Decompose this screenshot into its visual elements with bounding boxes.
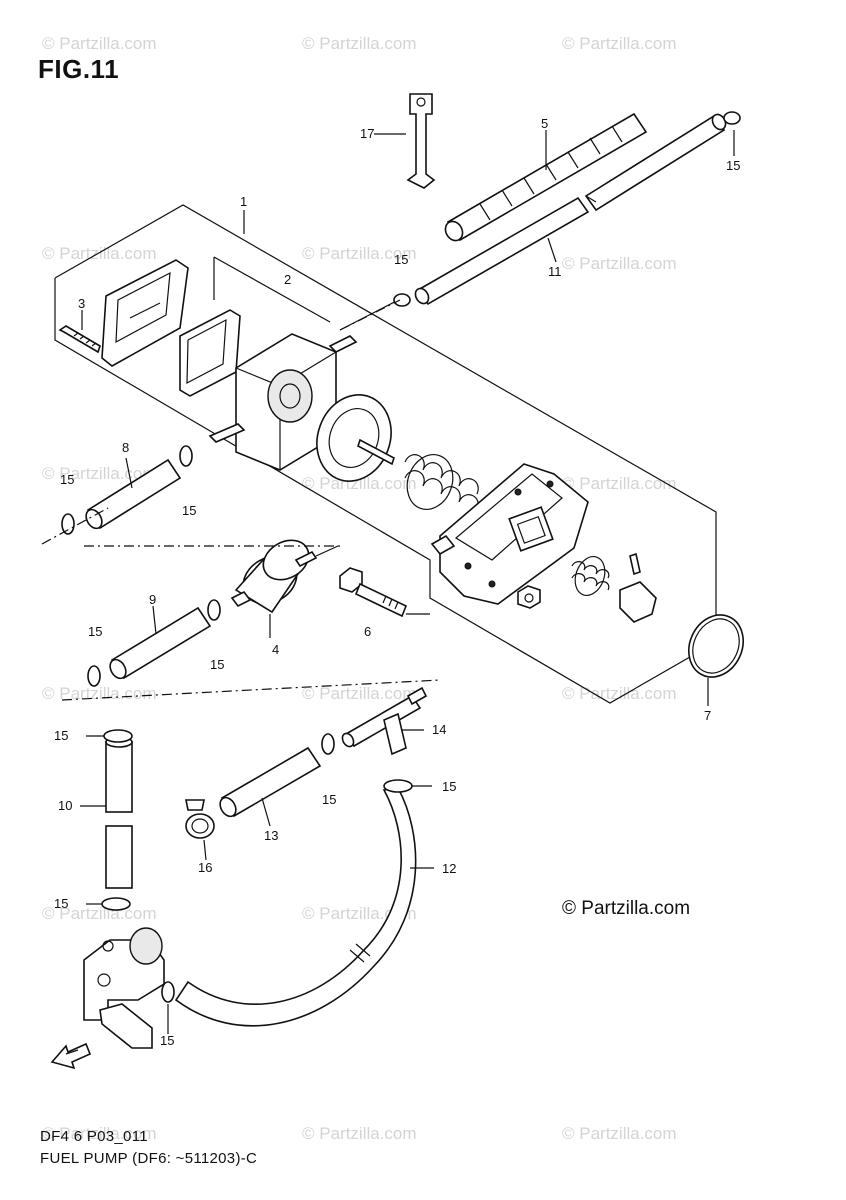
assembly-outline-2: [213, 256, 409, 331]
watermark: © Partzilla.com: [42, 904, 157, 923]
part-pump-body: [208, 333, 358, 471]
watermark: © Partzilla.com: [562, 34, 677, 53]
part-valve-cap: [619, 581, 657, 623]
callout-15-d: 15: [182, 503, 196, 518]
guide-lines: [41, 195, 597, 701]
callout-8: 8: [122, 440, 129, 455]
footer-code: DF4 6 P03_011: [40, 1128, 148, 1145]
callout-15-b: 15: [726, 158, 740, 173]
callout-15-e: 15: [88, 624, 102, 639]
fwd-arrow-icon: [50, 1042, 92, 1070]
callout-17: 17: [360, 126, 374, 141]
watermark: © Partzilla.com: [302, 1124, 417, 1143]
part-6-bolt: [339, 567, 430, 618]
callout-15-c: 15: [60, 472, 74, 487]
callout-15-i: 15: [442, 779, 456, 794]
watermark: © Partzilla.com: [42, 1124, 157, 1143]
callout-2: 2: [284, 272, 291, 287]
watermark: © Partzilla.com: [302, 34, 417, 53]
watermark: © Partzilla.com: [302, 474, 417, 493]
part-3-screw: [58, 325, 101, 354]
assembly-outline-1: [54, 204, 717, 704]
callout-labels: 1 2 3 4 5 6 7 8 9 10 11 12 13 14 15 15 1…: [54, 116, 740, 1048]
part-small-spring: [571, 556, 610, 596]
callout-4: 4: [272, 642, 279, 657]
part-11-fuel-hose: [414, 113, 727, 306]
part-large-spring: [404, 454, 479, 511]
copyright-mark: © Partzilla.com: [562, 898, 691, 919]
callout-15-f: 15: [210, 657, 224, 672]
watermark: © Partzilla.com: [42, 244, 157, 263]
part-5-protector-sleeve: [444, 112, 648, 242]
watermark: © Partzilla.com: [562, 254, 677, 273]
callout-13: 13: [264, 828, 278, 843]
callout-5: 5: [541, 116, 548, 131]
watermark: © Partzilla.com: [302, 244, 417, 263]
callout-9: 9: [149, 592, 156, 607]
part-gasket-plate: [101, 259, 189, 367]
part-14-t-joint: [341, 686, 428, 756]
callout-15-g: 15: [54, 728, 68, 743]
callout-15-h: 15: [322, 792, 336, 807]
figure-title: FIG.11: [38, 54, 120, 84]
part-10-fuel-hose: [105, 736, 133, 889]
part-nut: [517, 585, 541, 609]
callout-12: 12: [442, 861, 456, 876]
callout-15-j: 15: [54, 896, 68, 911]
part-diaphragm-gasket: [179, 309, 241, 397]
callout-10: 10: [58, 798, 72, 813]
callout-15-k: 15: [160, 1033, 174, 1048]
callout-11: 11: [548, 264, 562, 279]
callout-15-a: 15: [394, 252, 408, 267]
callout-16: 16: [198, 860, 212, 875]
watermark: © Partzilla.com: [42, 34, 157, 53]
part-diaphragm: [316, 394, 395, 482]
watermark: © Partzilla.com: [562, 684, 677, 703]
part-7-o-ring: [688, 614, 744, 678]
part-12-fuel-hose: [174, 787, 417, 1027]
callout-14: 14: [432, 722, 446, 737]
part-pin: [629, 552, 641, 576]
part-fuel-cock: [83, 927, 165, 1049]
footer-caption: FUEL PUMP (DF6: ~511203)-C: [40, 1150, 258, 1167]
callout-1: 1: [240, 194, 247, 209]
watermark: © Partzilla.com: [562, 1124, 677, 1143]
callout-7: 7: [704, 708, 711, 723]
part-13-fuel-hose: [219, 746, 322, 818]
watermark: © Partzilla.com: [562, 474, 677, 493]
callout-3: 3: [78, 296, 85, 311]
part-9-fuel-hose: [109, 606, 212, 680]
watermark: © Partzilla.com: [302, 684, 417, 703]
leader-lines: [80, 130, 735, 1034]
callout-6: 6: [364, 624, 371, 639]
part-4-fuel-filter: [230, 539, 339, 614]
part-pump-cover: [430, 463, 589, 605]
watermark: © Partzilla.com: [42, 684, 157, 703]
part-16-hose-clamp: [185, 799, 215, 839]
part-8-fuel-hose: [85, 458, 182, 530]
part-17-hose-holder: [406, 93, 436, 189]
